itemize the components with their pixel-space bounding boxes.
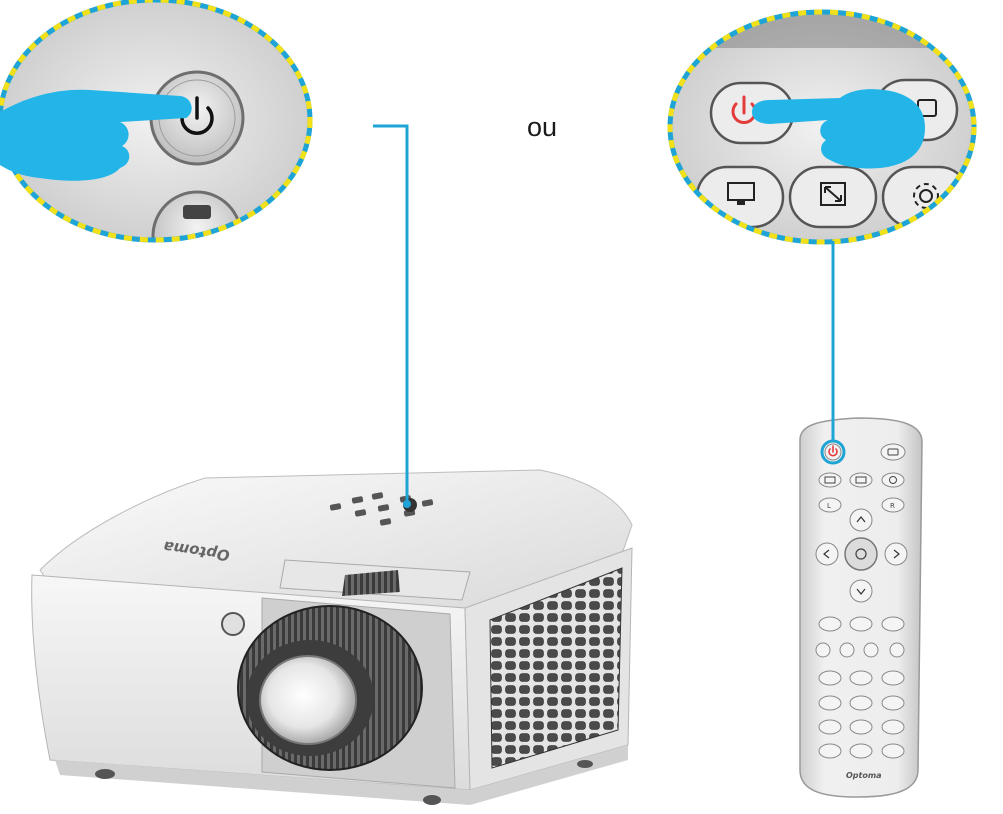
resize-icon bbox=[820, 182, 846, 206]
remote-p1-button[interactable] bbox=[815, 642, 831, 658]
play-triangle-icon bbox=[348, 113, 358, 127]
zoom-ring bbox=[342, 570, 400, 596]
remote-key[interactable] bbox=[849, 695, 873, 711]
remote-key[interactable] bbox=[881, 719, 905, 735]
callout-connector-left bbox=[373, 124, 409, 504]
projector: Optoma bbox=[31, 469, 633, 805]
remote-r-button[interactable] bbox=[881, 497, 905, 513]
remote-dpad bbox=[815, 508, 908, 603]
remote-key[interactable] bbox=[849, 670, 873, 686]
remote-settings-button[interactable] bbox=[881, 472, 905, 488]
callout-remote-resize-button[interactable] bbox=[788, 165, 878, 229]
remote-keypad bbox=[818, 670, 905, 759]
remote-key[interactable] bbox=[881, 670, 905, 686]
projector-side-vent bbox=[489, 567, 623, 769]
callout-anchor-dot bbox=[403, 500, 411, 508]
lens-barrel-rim bbox=[237, 605, 423, 771]
remote-key[interactable] bbox=[818, 670, 842, 686]
connector-text: ou bbox=[527, 112, 558, 142]
remote-left-button[interactable] bbox=[815, 542, 839, 566]
remote-resize-button[interactable] bbox=[849, 472, 873, 488]
remote-key[interactable] bbox=[818, 695, 842, 711]
remote-back-button[interactable] bbox=[818, 616, 842, 632]
remote-key[interactable] bbox=[881, 695, 905, 711]
remote-input-button[interactable] bbox=[880, 443, 906, 461]
remote-brand-logo: Optoma bbox=[846, 771, 882, 780]
remote-display-button[interactable] bbox=[818, 472, 842, 488]
remote-right-button[interactable] bbox=[884, 542, 908, 566]
pointing-hand-icon bbox=[0, 89, 192, 181]
remote-p2-button[interactable] bbox=[839, 642, 855, 658]
remote-l-label: L bbox=[827, 502, 831, 510]
projector-top-surface bbox=[39, 469, 633, 611]
remote-key[interactable] bbox=[849, 719, 873, 735]
projector-base bbox=[55, 745, 628, 805]
remote-menu-button[interactable] bbox=[881, 616, 905, 632]
remote-control: L R bbox=[799, 417, 923, 798]
projector-foot bbox=[577, 760, 593, 768]
callout-remote-settings-button[interactable] bbox=[881, 165, 971, 229]
projector-foot bbox=[423, 795, 441, 805]
remote-power-highlight bbox=[820, 439, 846, 465]
remote-ok-button[interactable] bbox=[844, 537, 878, 571]
monitor-icon bbox=[727, 182, 755, 205]
remote-down-button[interactable] bbox=[849, 579, 873, 603]
remote-home-button[interactable] bbox=[849, 616, 873, 632]
remote-key[interactable] bbox=[818, 743, 842, 759]
remote-key[interactable] bbox=[881, 743, 905, 759]
remote-r-label: R bbox=[890, 502, 895, 510]
ir-sensor bbox=[221, 612, 245, 636]
pointing-hand-icon bbox=[752, 89, 925, 169]
lens-glass bbox=[259, 655, 357, 745]
remote-l-button[interactable] bbox=[818, 497, 842, 513]
power-icon bbox=[828, 445, 838, 457]
remote-info-button[interactable] bbox=[889, 642, 905, 658]
remote-up-button[interactable] bbox=[849, 508, 873, 532]
remote-p3-button[interactable] bbox=[863, 642, 879, 658]
callout-remote-display-button[interactable] bbox=[695, 165, 785, 229]
callout-right-button[interactable] bbox=[341, 76, 429, 164]
remote-key[interactable] bbox=[818, 719, 842, 735]
projector-foot bbox=[95, 769, 115, 779]
remote-key[interactable] bbox=[849, 743, 873, 759]
